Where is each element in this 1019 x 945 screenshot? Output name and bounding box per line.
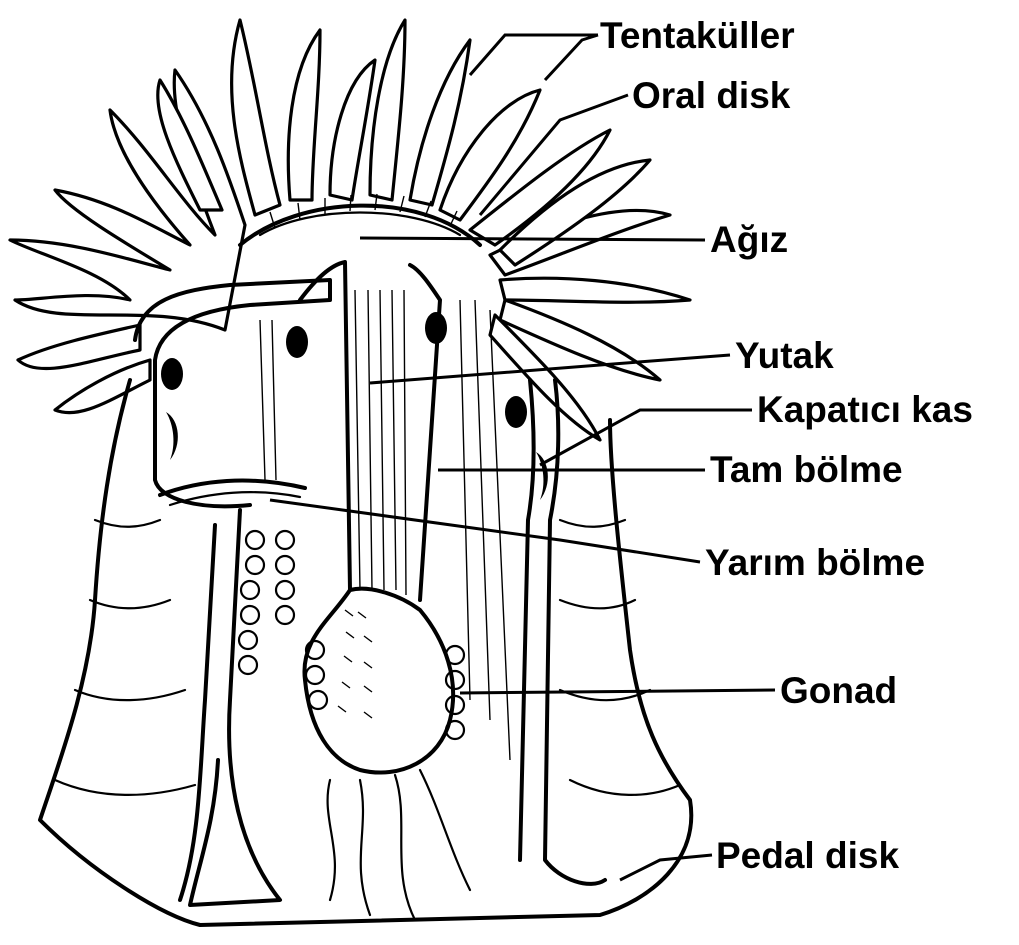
label-incomplete-septum: Yarım bölme bbox=[705, 542, 925, 583]
label-mouth: Ağız bbox=[710, 219, 788, 260]
label-complete-septum: Tam bölme bbox=[710, 449, 903, 490]
label-sphincter-muscle: Kapatıcı kas bbox=[757, 389, 973, 430]
label-tentacles: Tentaküller bbox=[600, 15, 795, 56]
label-gonad: Gonad bbox=[780, 670, 897, 711]
label-pedal-disk: Pedal disk bbox=[716, 835, 899, 876]
body-column bbox=[40, 380, 691, 925]
leader-incomplete-septum bbox=[270, 500, 700, 562]
tentacle-crown bbox=[10, 20, 690, 440]
label-oral-disk: Oral disk bbox=[632, 75, 791, 116]
label-pharynx: Yutak bbox=[735, 335, 834, 376]
leader-tentacles bbox=[470, 35, 598, 80]
leader-mouth bbox=[360, 238, 705, 240]
